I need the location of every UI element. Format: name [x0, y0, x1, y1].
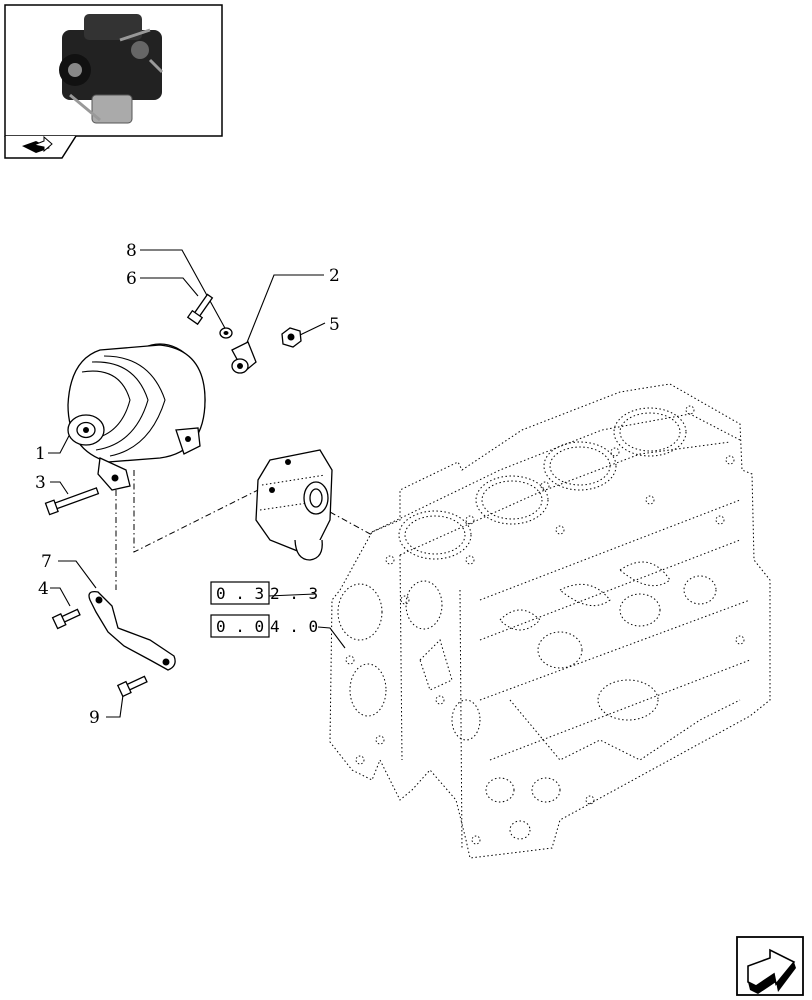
callout-5: 5	[329, 315, 340, 335]
callout-4: 4	[38, 579, 49, 599]
nut-5	[281, 327, 302, 348]
washer-8	[219, 327, 233, 339]
bolt-3	[44, 487, 100, 516]
bracket-7	[88, 591, 176, 671]
alignment-lines	[115, 470, 373, 590]
next-page-button[interactable]	[736, 936, 804, 996]
engine-thumbnail[interactable]	[4, 4, 223, 159]
callout-9: 9	[89, 708, 100, 728]
reference-004-rest: 4 . 0	[270, 617, 318, 636]
bolt-6	[186, 293, 214, 326]
next-page-arrow-icon	[747, 948, 796, 994]
callout-7: 7	[41, 552, 52, 572]
bolt-4	[51, 608, 81, 630]
reference-004-boxed: 0 . 0	[216, 617, 264, 636]
book-arrow-icon	[22, 135, 53, 153]
reference-004[interactable]: 0 . 0 4 . 0	[210, 614, 318, 638]
callout-labels: 8 6 2 5 1 3 7 4 9	[35, 241, 340, 728]
engine-thumbnail-icon	[59, 14, 164, 124]
bolt-9	[116, 675, 148, 698]
callout-2: 2	[329, 266, 340, 286]
spacer-2	[231, 341, 257, 374]
callout-8: 8	[126, 241, 137, 261]
engine-block	[329, 383, 771, 859]
reference-032-rest: 2 . 3	[270, 584, 318, 603]
alternator-1	[67, 343, 206, 491]
leader-lines	[48, 249, 346, 718]
water-pump-housing	[255, 449, 333, 561]
callout-6: 6	[126, 269, 137, 289]
reference-032-boxed: 0 . 3	[216, 584, 264, 603]
reference-032[interactable]: 0 . 3 2 . 3	[210, 581, 318, 605]
callout-3: 3	[35, 473, 46, 493]
callout-1: 1	[35, 444, 46, 464]
